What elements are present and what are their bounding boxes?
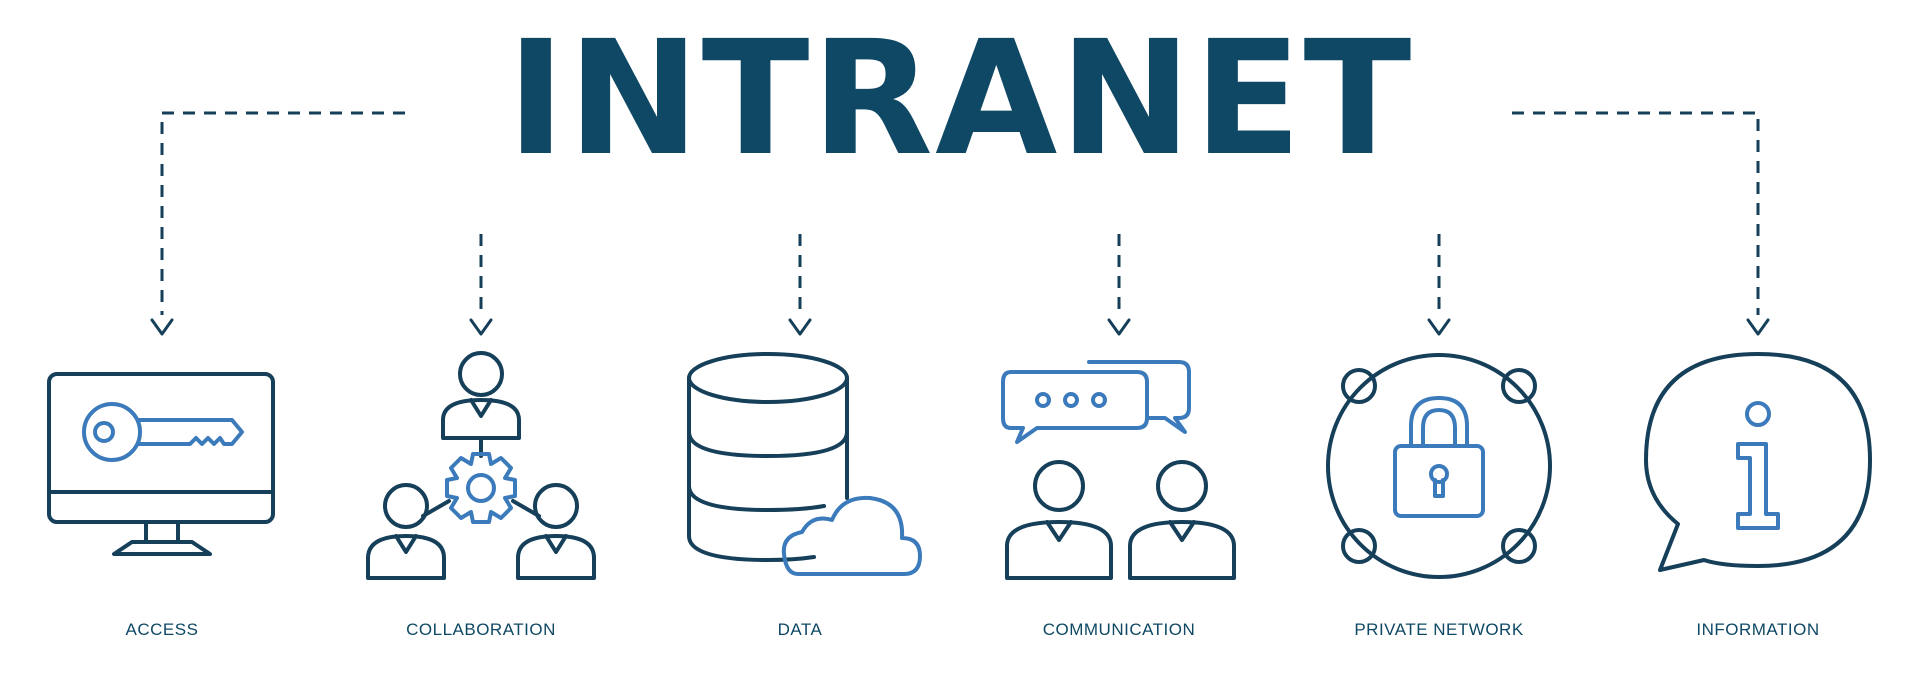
label-information: INFORMATION: [1696, 620, 1820, 639]
connector-left: [160, 111, 405, 315]
arrow-information: [1746, 318, 1770, 336]
arrow-collaboration: [469, 318, 493, 336]
database-cloud-icon: [687, 352, 922, 576]
gear-icon: [445, 452, 517, 524]
label-private-network: PRIVATE NETWORK: [1354, 620, 1524, 639]
arrow-data: [788, 318, 812, 336]
network-lock-icon: [1326, 353, 1552, 579]
info-bubble-icon: [1644, 352, 1872, 572]
label-data: DATA: [777, 620, 823, 639]
arrow-communication: [1107, 318, 1131, 336]
page-title: INTRANET: [506, 7, 1414, 191]
label-communication: COMMUNICATION: [1042, 620, 1196, 639]
label-collaboration: COLLABORATION: [406, 620, 556, 639]
arrow-private-network: [1427, 318, 1451, 336]
team-gear-icon: [366, 351, 596, 580]
arrow-access: [150, 318, 174, 336]
lock-icon: [1393, 396, 1485, 518]
label-access: ACCESS: [125, 620, 199, 639]
connector-right: [1512, 111, 1760, 315]
monitor-key-icon: [47, 372, 275, 556]
people-chat-icon: [1001, 360, 1236, 580]
